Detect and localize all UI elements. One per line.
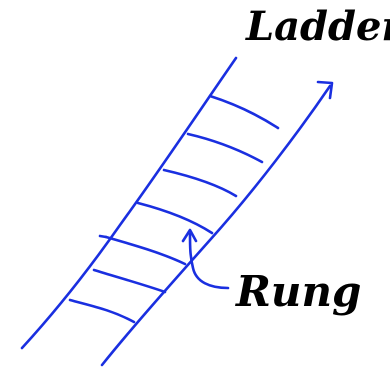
rung-2 (188, 134, 262, 162)
right-rail-arrowhead (318, 82, 332, 98)
rung-5 (106, 237, 185, 264)
rung-1 (210, 96, 278, 128)
ladder-title: Ladder (245, 3, 390, 50)
rung-3 (164, 170, 236, 196)
rung-stub-5 (100, 236, 106, 237)
rung-4 (138, 203, 212, 233)
rung-7 (70, 300, 134, 322)
rung-6 (94, 270, 165, 292)
rung-label: Rung (235, 267, 361, 316)
right-rail (102, 86, 330, 365)
left-rail (22, 58, 236, 348)
